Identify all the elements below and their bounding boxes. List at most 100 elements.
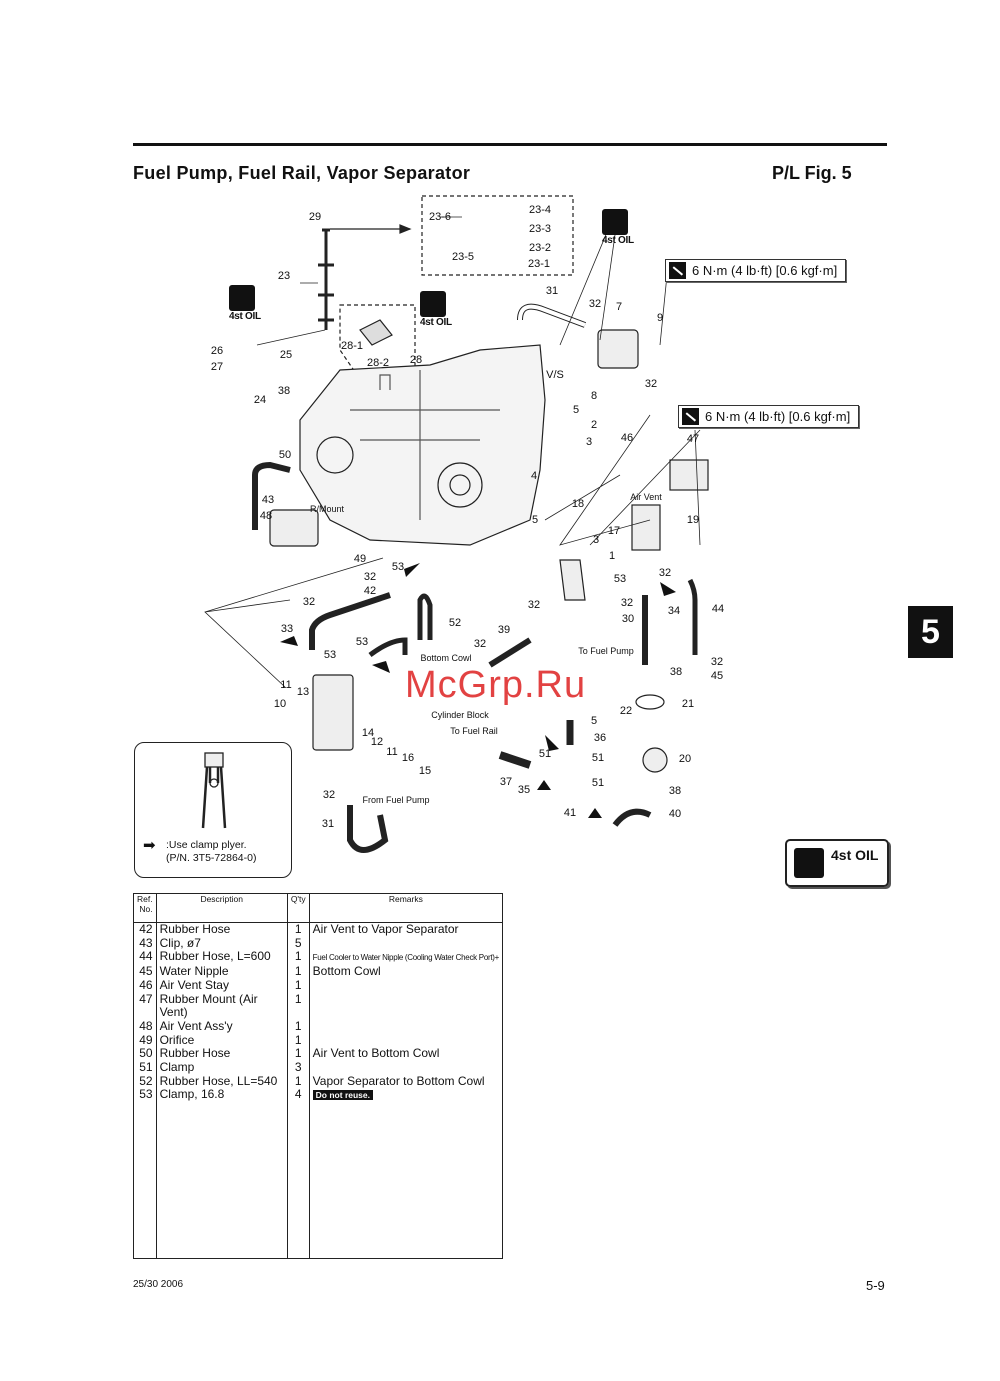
callout-label: 31 <box>545 285 559 297</box>
remarks-cell <box>308 936 504 951</box>
engine-detail <box>350 370 500 520</box>
qty-cell: 1 <box>286 950 310 966</box>
description-cell: Rubber Hose <box>155 1047 288 1062</box>
section-tab: 5 <box>908 606 953 658</box>
watermark: McGrp.Ru <box>405 664 587 706</box>
torque-value: 6 N·m (4 lb·ft) [0.6 kgf·m] <box>705 409 851 424</box>
remark-text: Do not reuse. <box>312 1090 373 1101</box>
torque-spec: 6 N·m (4 lb·ft) [0.6 kgf·m] <box>665 259 847 282</box>
hose <box>309 592 391 650</box>
callout-label: 23-1 <box>527 258 551 270</box>
vapor-separator <box>312 674 354 751</box>
tool-note-text: :Use clamp plyer. (P/N. 3T5-72864-0) <box>166 839 256 865</box>
callout-label: 39 <box>497 624 511 636</box>
callout-label: 15 <box>418 765 432 777</box>
torque-wrench-icon <box>682 408 699 425</box>
remark-text: Air Vent to Vapor Separator <box>312 922 459 936</box>
rubber-mount <box>669 459 709 491</box>
torque-value: 6 N·m (4 lb·ft) [0.6 kgf·m] <box>692 263 838 278</box>
clamp-plyer-arrows <box>280 563 676 838</box>
fuel-rail <box>318 228 334 330</box>
hose <box>417 593 433 640</box>
fuel-filter <box>559 559 586 601</box>
clamp-plyer-note <box>134 742 292 878</box>
remarks-cell <box>308 1033 504 1048</box>
callout-label: 23-5 <box>451 251 475 263</box>
page-number: 5-9 <box>866 1278 885 1293</box>
callout-label: 31 <box>321 818 335 830</box>
callout-label: 46 <box>620 432 634 444</box>
engine-detail <box>316 436 354 474</box>
callout-label: From Fuel Pump <box>362 795 430 805</box>
remark-text: Fuel Cooler to Water Nipple (Cooling Wat… <box>312 953 500 963</box>
callout-label: 23-2 <box>528 242 552 254</box>
callout-label: 9 <box>656 312 664 324</box>
callout-label: 42 <box>363 585 377 597</box>
torque-spec: 6 N·m (4 lb·ft) [0.6 kgf·m] <box>678 405 860 428</box>
table-row: 52 Rubber Hose, LL=540 1 Vapor Separator… <box>133 1074 504 1089</box>
callout-label: 53 <box>323 649 337 661</box>
clamp-plyer-icon <box>201 752 227 829</box>
callout-label: 53 <box>355 636 369 648</box>
callout-label: 52 <box>448 617 462 629</box>
col-remarks: Remarks <box>308 893 504 923</box>
description-cell: Clamp <box>155 1060 288 1075</box>
callout-label: 49 <box>353 553 367 565</box>
ref-cell: 52 <box>133 1074 157 1089</box>
callout-label: 45 <box>710 670 724 682</box>
engine-detail <box>437 462 483 508</box>
description-cell: Rubber Hose, LL=540 <box>155 1074 288 1089</box>
qty-cell: 1 <box>286 978 310 993</box>
hose <box>518 304 586 327</box>
callout-label: 24 <box>253 394 267 406</box>
col-ref: Ref. No. <box>133 893 157 923</box>
hose <box>347 805 389 853</box>
ref-cell: 47 <box>133 992 157 1020</box>
oil-legend-label: 4st OIL <box>831 847 879 863</box>
qty-cell: 4 <box>286 1088 310 1104</box>
oil-can-icon <box>602 209 628 235</box>
ref-cell: 43 <box>133 936 157 951</box>
ref-cell: 45 <box>133 964 157 979</box>
callout-label: 53 <box>391 561 405 573</box>
callout-label: 20 <box>678 753 692 765</box>
table-filler <box>133 1103 504 1259</box>
callout-label: 32 <box>363 571 377 583</box>
table-row: 51 Clamp 3 <box>133 1060 504 1075</box>
callout-label: 7 <box>615 301 623 313</box>
callout-label: 21 <box>681 698 695 710</box>
callout-label: 47 <box>686 433 700 445</box>
callout-label: 41 <box>563 807 577 819</box>
callout-label: 48 <box>259 510 273 522</box>
hose <box>368 637 408 658</box>
parts-table: Ref. No. Description Q'ty Remarks 42 Rub… <box>133 893 504 1259</box>
engine-detail <box>449 474 471 496</box>
callout-label: 11 <box>386 746 398 758</box>
arrow-icon: ➡ <box>143 837 156 854</box>
callout-label: 23-3 <box>528 223 552 235</box>
callout-label: 51 <box>591 752 605 764</box>
callout-label: 14 <box>361 727 375 739</box>
description-cell: Air Vent Stay <box>155 978 288 993</box>
hose <box>612 808 652 827</box>
oil-icon-group: 4st OIL <box>420 291 452 328</box>
fuel-pump <box>597 329 639 369</box>
description-cell: Clip, ø7 <box>155 936 288 951</box>
qty-cell: 1 <box>286 1047 310 1062</box>
description-cell: Orifice <box>155 1033 288 1048</box>
remarks-cell: Air Vent to Bottom Cowl <box>308 1046 504 1062</box>
oil-label: 4st OIL <box>602 235 634 246</box>
qty-cell: 1 <box>286 922 310 937</box>
table-row: 50 Rubber Hose 1 Air Vent to Bottom Cowl <box>133 1046 504 1062</box>
callout-label: 51 <box>538 748 552 760</box>
callout-label: 44 <box>711 603 725 615</box>
hose <box>252 461 291 530</box>
callout-label: 23-4 <box>528 204 552 216</box>
callout-label: R/Mount <box>309 504 345 514</box>
hose <box>498 751 532 769</box>
separator: : <box>166 839 169 851</box>
callout-label: 16 <box>401 752 415 764</box>
remarks-cell <box>308 1061 504 1075</box>
